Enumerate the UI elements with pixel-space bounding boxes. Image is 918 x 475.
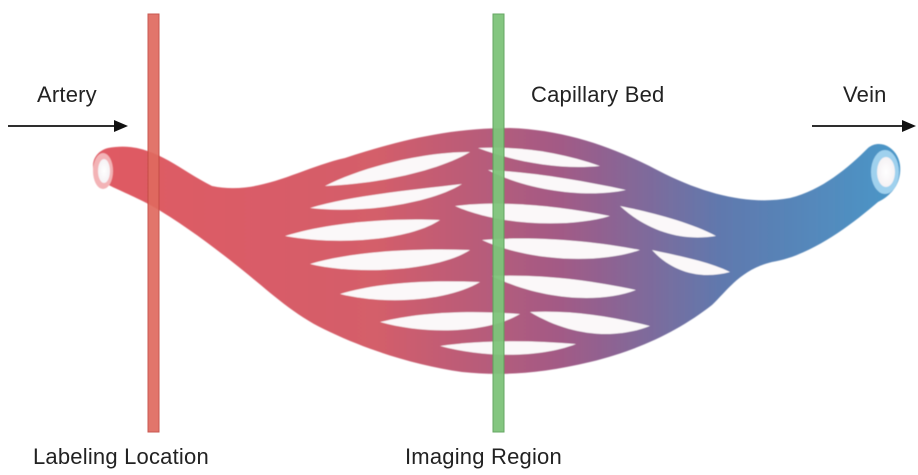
artery-label: Artery: [37, 82, 97, 108]
flow-in-arrow-icon: [8, 120, 128, 132]
vein-lumen: [877, 157, 895, 187]
capillary-bed-label: Capillary Bed: [531, 82, 664, 108]
imaging-plane: [493, 14, 504, 432]
imaging-region-label: Imaging Region: [405, 444, 562, 470]
flow-out-arrow-icon: [812, 120, 916, 132]
labeling-location-label: Labeling Location: [33, 444, 209, 470]
artery-lumen: [98, 159, 110, 183]
vein-label: Vein: [843, 82, 887, 108]
labeling-plane: [148, 14, 159, 432]
